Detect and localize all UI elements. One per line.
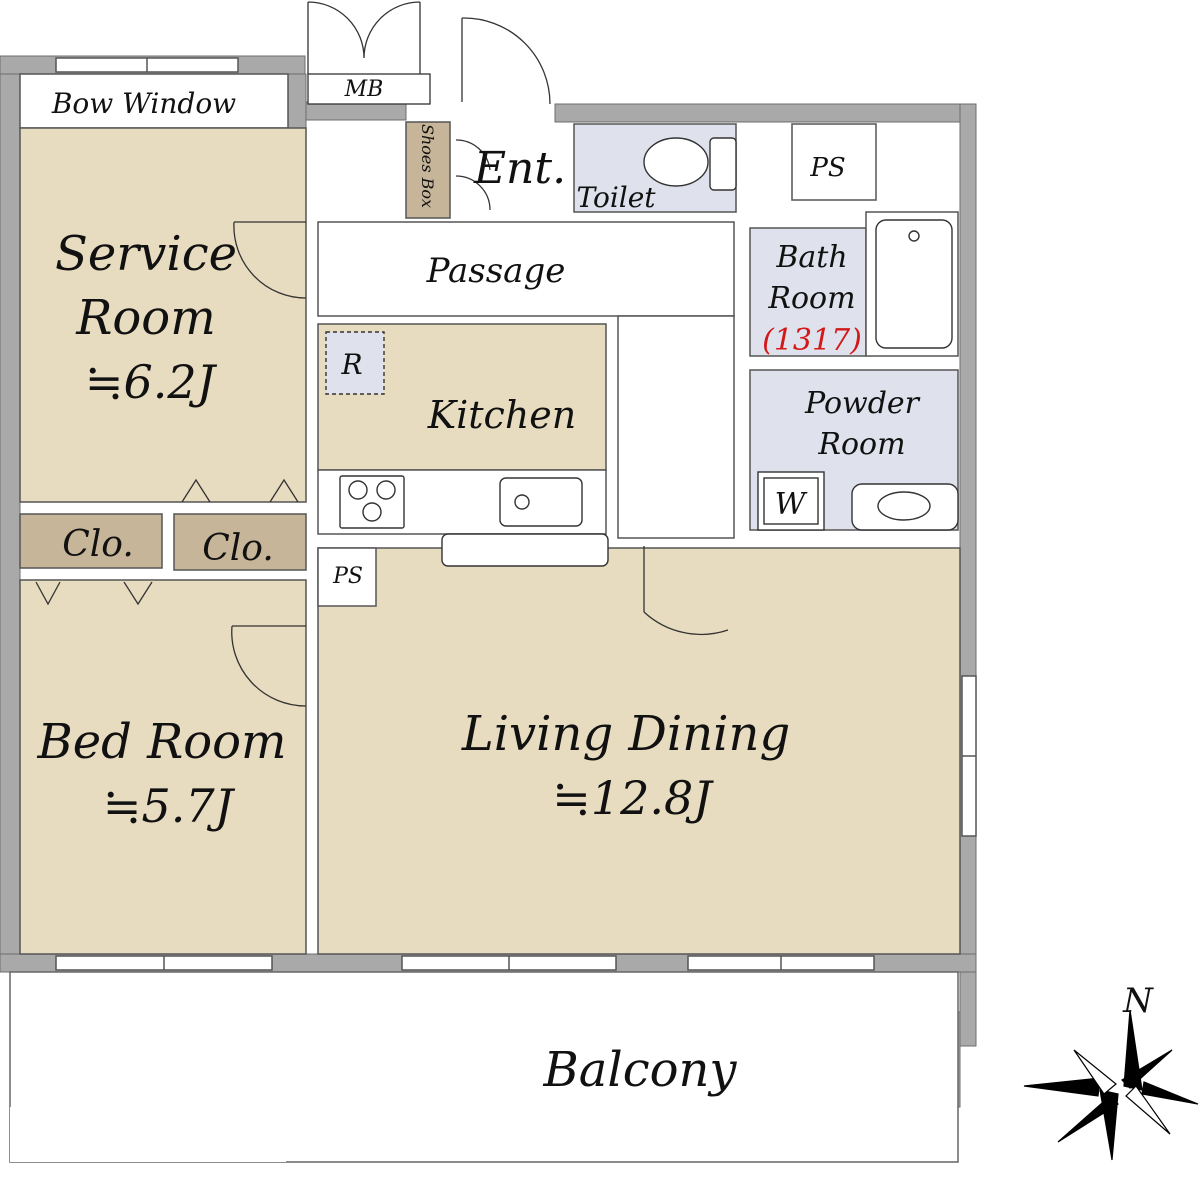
washer-label: W	[775, 487, 808, 522]
toilet-label: Toilet	[576, 181, 656, 214]
bath-room-label-2: Room	[767, 281, 855, 316]
bed-room-label: Bed Room	[36, 714, 286, 770]
shoes-box	[405, 121, 451, 219]
living-dining-label: Living Dining	[461, 706, 790, 762]
counter-edge	[441, 533, 609, 567]
shoes-box-label: Shoes Box	[418, 124, 437, 208]
bed-room-floor	[19, 579, 307, 955]
balcony-notch-left	[10, 1107, 286, 1162]
bath-code-label: (1317)	[762, 323, 862, 358]
bath-room-floor	[749, 227, 867, 357]
powder-room-label-2: Room	[817, 427, 905, 462]
ps-mid-label: PS	[332, 564, 363, 589]
mb-label: MB	[344, 77, 384, 102]
bed-room-size: ≒5.7J	[103, 779, 236, 833]
service-room-size: ≒6.2J	[85, 355, 218, 409]
passage-label: Passage	[426, 251, 566, 291]
refrigerator-label: R	[340, 348, 362, 381]
service-room-label-2: Room	[75, 290, 215, 346]
refrigerator-box	[325, 331, 385, 395]
entrance-label: Ent.	[473, 143, 566, 194]
powder-room-label: Powder	[804, 386, 921, 421]
fixtures	[325, 137, 959, 567]
kitchen-sink	[499, 477, 583, 527]
door-swings	[35, 1, 729, 707]
kitchen-label: Kitchen	[427, 393, 577, 437]
north-label: N	[1122, 981, 1154, 1021]
service-room-label: Service	[55, 226, 237, 282]
bath-room-label: Bath	[775, 240, 847, 275]
north-compass	[1023, 1009, 1199, 1161]
balcony-label: Balcony	[542, 1042, 737, 1098]
bow-window-floor	[19, 73, 289, 129]
ps-mid-box	[317, 547, 377, 607]
passage-floor	[317, 221, 735, 317]
windows	[55, 57, 977, 971]
closet-left	[19, 513, 163, 569]
closet-right-label: Clo.	[202, 528, 274, 569]
closet-right	[173, 513, 307, 571]
toilet-bowl	[643, 137, 709, 187]
ps-top-label: PS	[809, 153, 845, 183]
service-room-floor	[19, 127, 307, 503]
bow-window-label: Bow Window	[51, 87, 236, 120]
bathtub	[875, 219, 953, 349]
room-labels: Bow Window MB Shoes Box Ent. Toilet PS S…	[36, 77, 1154, 1098]
toilet-tank	[709, 137, 737, 191]
passage-floor-vertical	[617, 315, 735, 539]
living-dining-floor	[317, 547, 961, 955]
living-dining-size: ≒12.8J	[552, 771, 714, 825]
closet-left-label: Clo.	[62, 524, 134, 565]
ps-top-box	[791, 123, 877, 201]
